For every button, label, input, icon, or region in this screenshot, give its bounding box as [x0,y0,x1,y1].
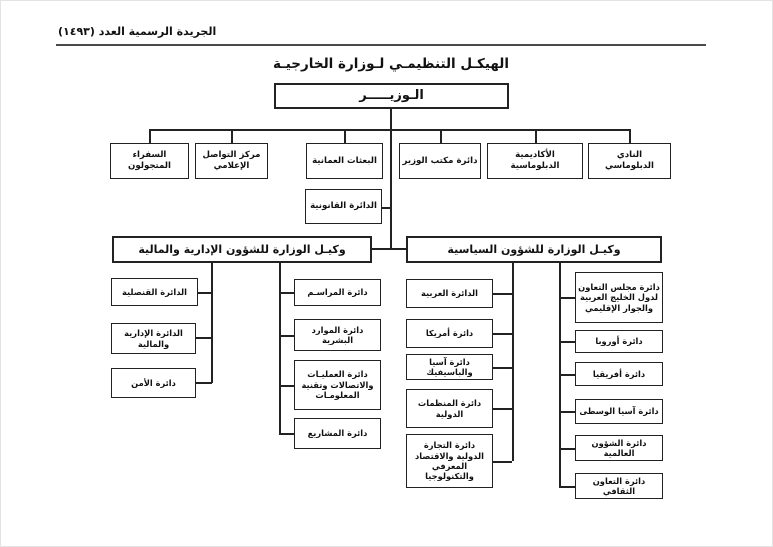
connector-stub-cultural [559,486,575,488]
connector-stub-europe [559,341,575,343]
connector-central-trunk [390,129,392,249]
node-legal-department: الدائرة القانونية [305,189,382,224]
node-projects: دائرة المشاريع [294,418,381,449]
connector-stub-protocol [279,292,294,294]
connector-stub-club [629,129,631,143]
node-hr: دائرة الموارد البشرية [294,319,381,351]
org-chart-title: الهيكـل التنظيمـي لـوزارة الخارجيـة [272,56,510,72]
connector-stub-security [196,382,212,384]
connector-political-left-spine [512,263,514,461]
node-gcc: دائرة مجلس التعاون لدول الخليج العربية و… [575,272,663,323]
node-admin-financial: الدائرة الإدارية والمالية [111,323,196,354]
connector-stub-arab [493,293,512,295]
connector-stub-gcc [559,297,575,299]
connector-stub-africa [559,374,575,376]
node-europe: دائرة أوروبا [575,330,663,353]
connector-stub-hr [279,335,294,337]
node-omani-missions: البعثات العمانية [306,143,383,179]
connector-stub-admin-financial [196,337,212,339]
connector-minister-down [390,109,392,129]
connector-stub-intl-orgs [493,408,512,410]
connector-stub-central-asia [559,411,575,413]
node-political-deputy: وكيـل الوزارة للشؤون السياسية [406,236,662,263]
node-minister-office: دائرة مكتب الوزير [399,143,481,179]
connector-admin-right-spine [279,263,281,433]
node-asia-pacific: دائرة آسيا والباسيفيك [406,354,493,380]
node-intl-trade: دائرة التجارة الدولية والاقتصاد المعرفي … [406,434,493,488]
header-rule [56,44,706,46]
node-minister: الـوزيـــــر [274,83,509,109]
node-arab-department: الدائرة العربية [406,279,493,308]
node-diplomatic-academy: الأكاديمية الدبلوماسية [487,143,583,179]
connector-stub-consular [198,292,212,294]
node-roving-ambassadors: السفراء المتجولون [110,143,189,179]
node-global-affairs: دائرة الشؤون العالمية [575,435,663,461]
node-africa: دائرة أفريقيا [575,362,663,386]
gazette-issue-header: الجريدة الرسمية العدد (١٤٩٣) [58,25,217,38]
connector-stub-operations [279,385,294,387]
connector-admin-left-spine [211,263,213,383]
node-operations-it: دائرة العمليـات والاتصالات وتقنية المعلو… [294,360,381,410]
connector-stub-media [231,129,233,143]
node-admin-deputy: وكيـل الوزارة للشؤون الإدارية والمالية [112,236,372,263]
connector-stub-asia-pacific [493,367,512,369]
node-protocol: دائرة المراسـم [294,279,381,306]
node-central-asia: دائرة آسيا الوسطى [575,399,663,424]
connector-stub-america [493,333,512,335]
node-media-center: مركز التواصل الإعلامي [195,143,268,179]
connector-stub-roving [149,129,151,143]
node-america: دائرة أمريكا [406,319,493,348]
connector-stub-missions [344,129,346,143]
connector-stub-academy [535,129,537,143]
connector-stub-projects [279,433,294,435]
connector-stub-intl-trade [493,461,512,463]
connector-legal-stub [382,207,391,209]
node-consular: الدائرة القنصلية [111,278,198,306]
node-intl-organizations: دائرة المنظمات الدولية [406,389,493,428]
connector-stub-minister-office [440,129,442,143]
connector-deputies-bridge [372,248,406,250]
node-cultural-cooperation: دائرة التعاون الثقافي [575,473,663,499]
node-diplomatic-club: النادي الدبلوماسي [588,143,671,179]
connector-stub-global-affairs [559,448,575,450]
node-security: دائرة الأمن [111,368,196,398]
